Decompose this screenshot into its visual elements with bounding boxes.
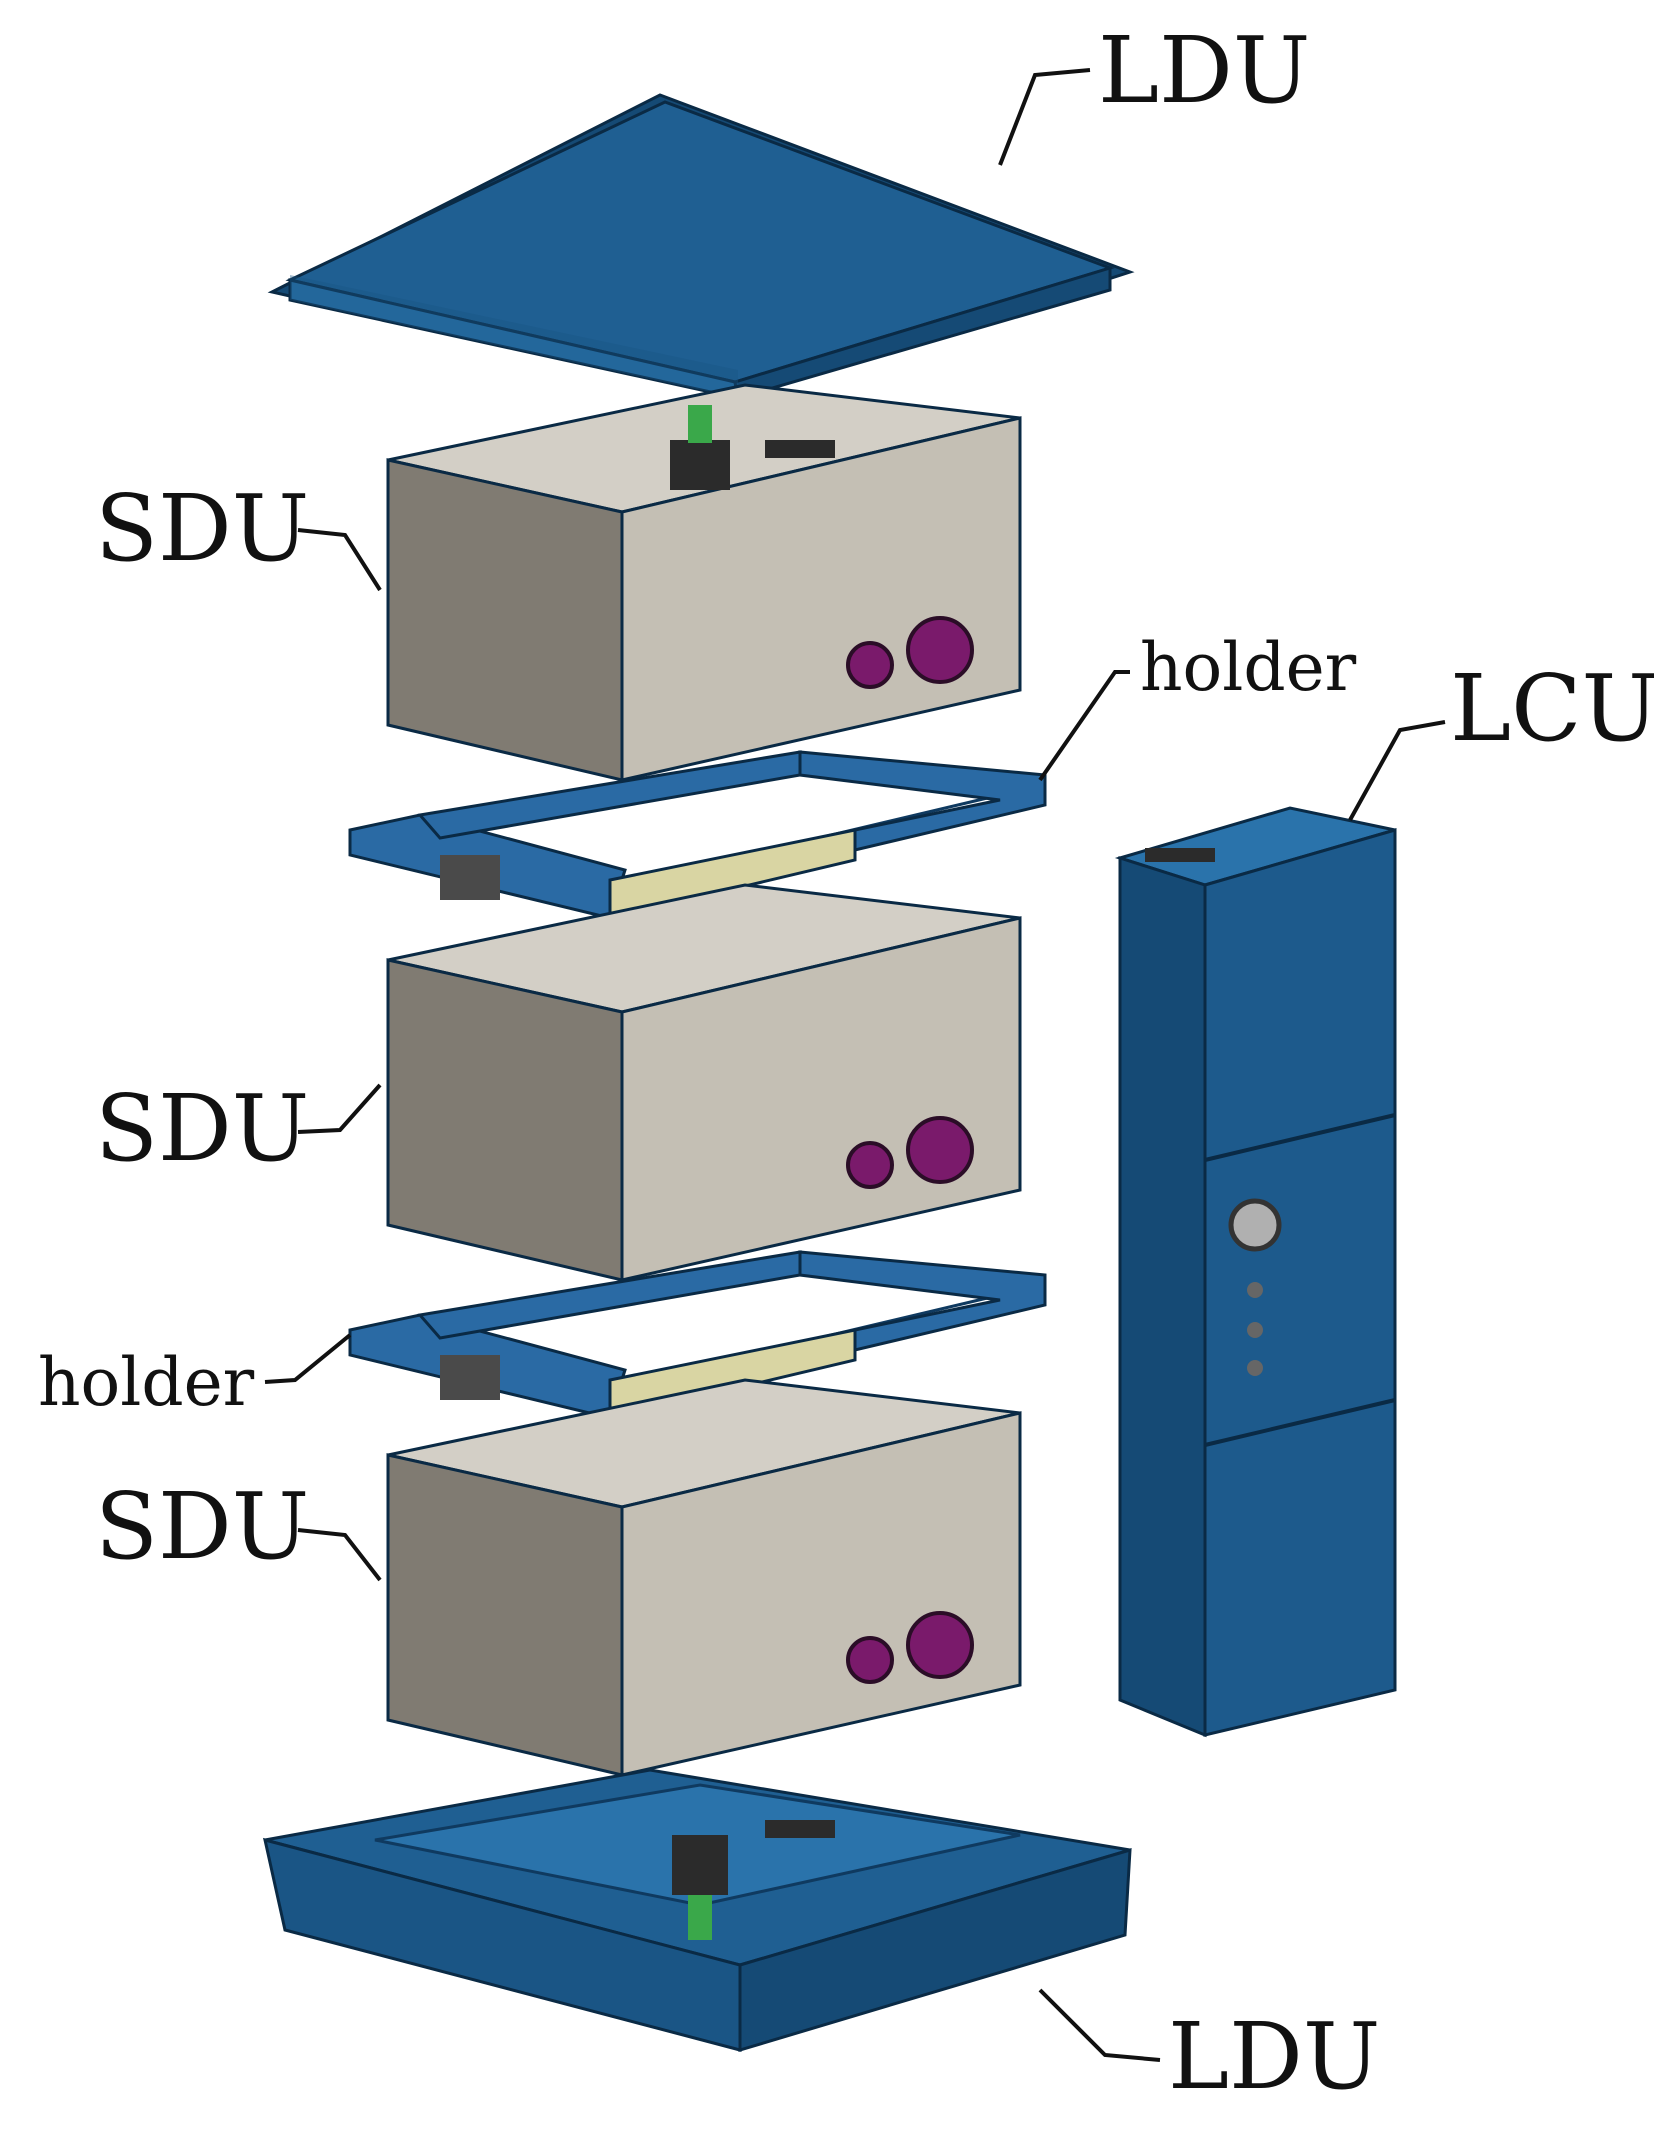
sdu-3-leader [297, 1528, 382, 1582]
sdu-1-green-cable [688, 405, 712, 443]
holder-1-latch [440, 855, 500, 900]
lcu-indicator-3 [1247, 1360, 1263, 1376]
holder-2-back-bar [417, 1250, 802, 1340]
sdu-3-front [620, 1411, 1022, 1777]
ldu-bottom-leader [1038, 1988, 1161, 2062]
sdu-2-left-side [386, 958, 624, 1282]
sdu-unit-3 [386, 1378, 1022, 1777]
sdu-2-leader [297, 1083, 382, 1134]
lcu-label: LCU [1450, 655, 1654, 762]
sdu-unit-2 [386, 883, 1022, 1282]
holder-2-latch [440, 1355, 500, 1400]
sdu-2-front [620, 916, 1022, 1282]
lcu-display-knob [1228, 1198, 1282, 1252]
ldu-bottom-label: LDU [1168, 2003, 1380, 2110]
ldu-top-lid [285, 100, 1115, 384]
holder-2-label: holder [38, 1344, 255, 1421]
ldu-bottom-green-cable [688, 1890, 712, 1940]
sdu-unit-1 [386, 383, 1022, 782]
sdu-1-left-side [386, 458, 624, 782]
lcu-indicator-2 [1247, 1322, 1263, 1338]
sdu-2-label: SDU [95, 1075, 309, 1182]
holder-2-leader [264, 1333, 352, 1384]
ldu-top-leader [998, 68, 1091, 166]
sdu-1-port-large [906, 616, 974, 684]
holder-frame-1 [348, 750, 1047, 920]
sdu-1-top-port [765, 440, 835, 458]
sdu-3-label: SDU [95, 1473, 309, 1580]
lcu-indicator-1 [1247, 1282, 1263, 1298]
lcu-unit [1114, 806, 1397, 1738]
ldu-bottom-right-wall [738, 1847, 1132, 2053]
ldu-bottom-port [765, 1820, 835, 1838]
sdu-2-port-small [846, 1141, 894, 1189]
holder-1-front-plate [608, 828, 857, 920]
lcu-panel-divider-1 [1204, 1113, 1396, 1162]
holder-1-leader [1038, 670, 1130, 782]
sdu-3-port-small [846, 1636, 894, 1684]
sdu-3-left-side [386, 1453, 624, 1777]
sdu-1-front [620, 416, 1022, 782]
lcu-leader [1348, 720, 1446, 821]
ldu-bottom-unit [263, 1768, 1132, 2053]
sdu-1-port-small [846, 641, 894, 689]
sdu-2-port-large [906, 1116, 974, 1184]
holder-1-label: holder [1140, 629, 1357, 706]
ldu-top-unit [267, 93, 1135, 400]
lcu-left-side [1118, 855, 1207, 1738]
sdu-3-port-large [906, 1611, 974, 1679]
sdu-1-top-connector [670, 440, 730, 490]
lcu-front [1203, 828, 1397, 1737]
ldu-top-left-face [290, 275, 738, 398]
ldu-top-label: LDU [1098, 17, 1310, 124]
lcu-top-vent [1145, 848, 1215, 862]
lcu-panel-divider-2 [1204, 1398, 1396, 1447]
holder-frame-2 [348, 1250, 1047, 1420]
holder-1-back-bar [417, 750, 802, 840]
sdu-1-label: SDU [95, 475, 309, 582]
ldu-bottom-connector [672, 1835, 728, 1895]
sdu-1-leader [297, 528, 382, 592]
